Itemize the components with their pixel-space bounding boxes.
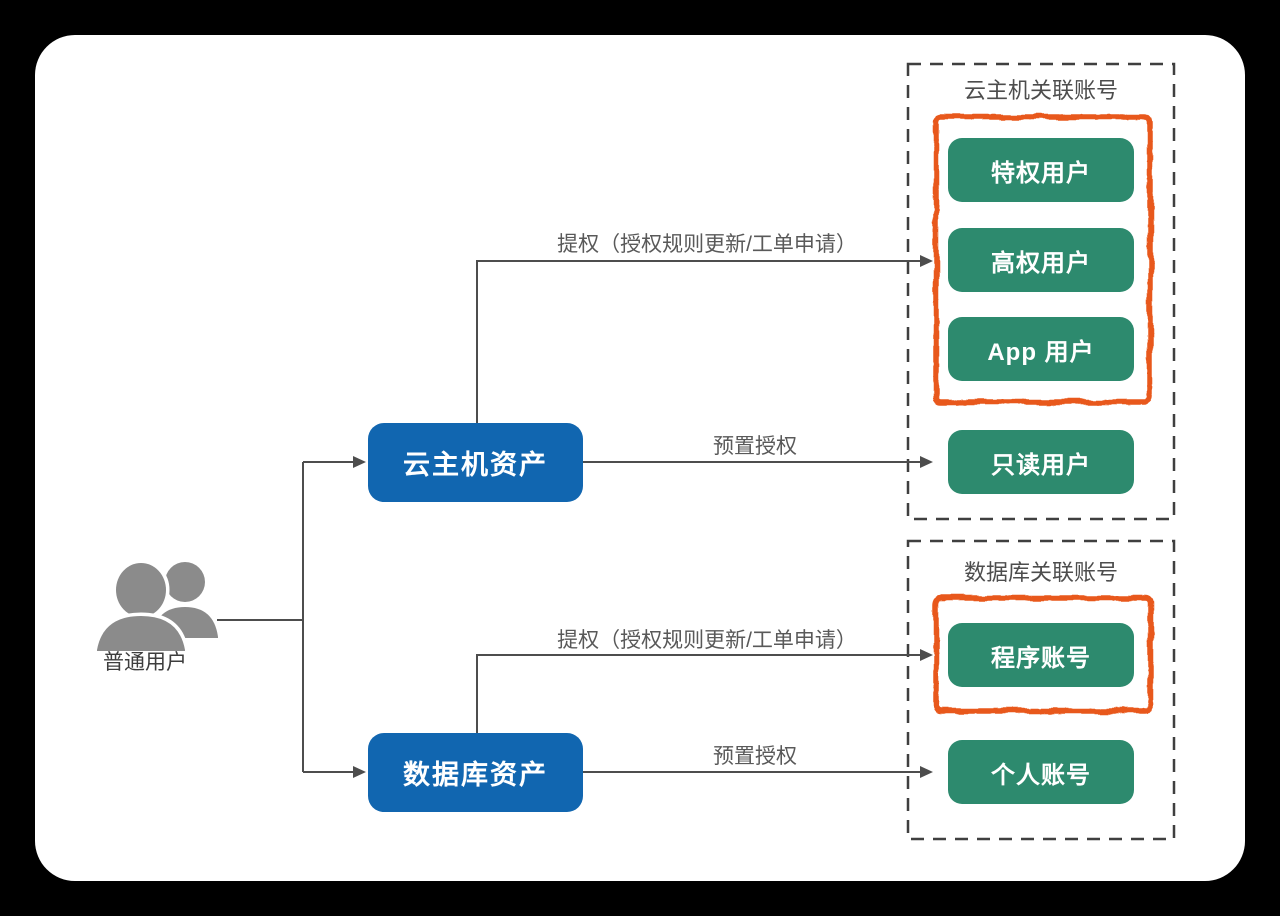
connector-cloud-escalation xyxy=(476,260,921,423)
edge-label-cloud-preset: 预置授权 xyxy=(713,435,797,458)
highlight-border-cloud-escalation xyxy=(933,114,1153,405)
edge-label-db-escalation: 提权（授权规则更新/工单申请） xyxy=(557,629,857,652)
account-readonly-user: 只读用户 xyxy=(948,430,1134,494)
arrowhead-db-preset xyxy=(920,766,933,778)
group-border-cloud-host xyxy=(906,62,1176,521)
group-title-cloud-host: 云主机关联账号 xyxy=(963,78,1119,103)
arrowhead-to-cloud-asset xyxy=(353,456,366,468)
account-program-account: 程序账号 xyxy=(948,623,1134,687)
arrowhead-cloud-escalation xyxy=(920,255,933,267)
connector-db-escalation xyxy=(476,654,921,733)
arrowhead-to-db-asset xyxy=(353,766,366,778)
arrowhead-db-escalation xyxy=(920,649,933,661)
users-icon xyxy=(93,559,218,655)
user-label: 普通用户 xyxy=(103,651,187,674)
group-title-database: 数据库关联账号 xyxy=(963,560,1119,585)
group-border-database xyxy=(906,539,1176,841)
asset-cloud-host: 云主机资产 xyxy=(368,423,583,502)
arrowhead-cloud-preset xyxy=(920,456,933,468)
account-personal-account: 个人账号 xyxy=(948,740,1134,804)
edge-label-cloud-escalation: 提权（授权规则更新/工单申请） xyxy=(557,233,857,256)
edge-label-db-preset: 预置授权 xyxy=(713,745,797,768)
highlight-border-db-escalation xyxy=(933,595,1153,714)
account-app-user: App 用户 xyxy=(948,317,1134,381)
asset-database: 数据库资产 xyxy=(368,733,583,812)
account-high-priv-user: 高权用户 xyxy=(948,228,1134,292)
account-privileged-user: 特权用户 xyxy=(948,138,1134,202)
